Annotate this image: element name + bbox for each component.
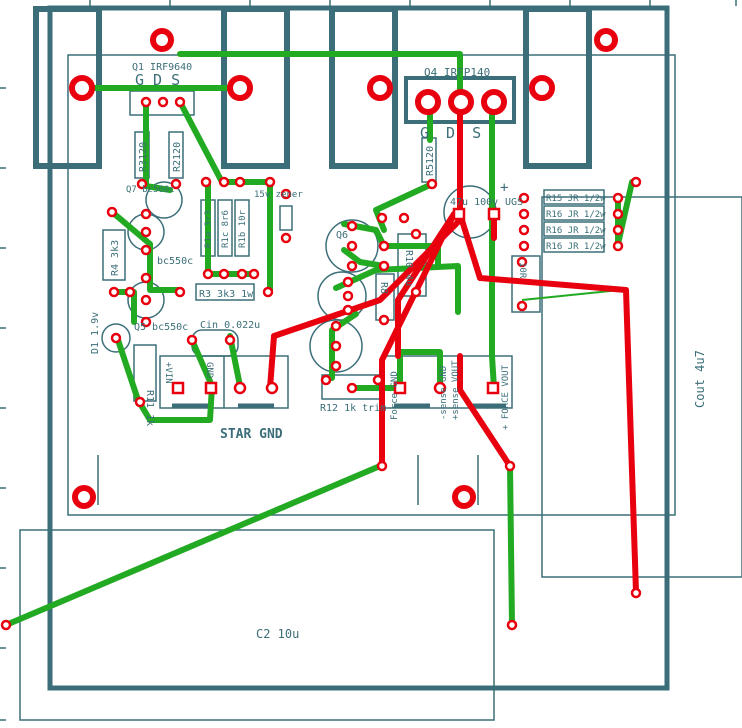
cap47-label: 47u 100v <box>450 197 498 208</box>
trace-c2-diag <box>3 463 383 628</box>
trace-r12 <box>329 311 359 381</box>
trace-force-vout <box>489 99 497 391</box>
mount-hole-4 <box>452 485 476 509</box>
r16c-label: R16 JR 1/2w <box>546 242 606 252</box>
small-pads <box>0 96 642 631</box>
r20-label: 10R <box>517 262 527 279</box>
plus-mark: + <box>500 180 508 196</box>
bottom-copper-layer <box>3 51 635 628</box>
sense-gnd-label: -sense GND <box>439 366 449 420</box>
bc550c-top-label: bc550c <box>157 256 193 267</box>
q6-label: Q6 <box>336 230 348 241</box>
q6-outline <box>325 219 379 273</box>
zener-label: 15v zener <box>254 190 303 200</box>
q5-label: Q5 bc550c <box>134 322 188 333</box>
cin-label: Cin 0.022u <box>200 320 260 331</box>
trace-r5120 <box>373 181 435 233</box>
d1-label: D1 1.9v <box>90 312 101 354</box>
heatsink-tab-4 <box>523 6 592 169</box>
mounting-pads <box>69 28 618 509</box>
trace-c2-right <box>507 463 515 628</box>
red-trace-force-gnd <box>395 211 457 359</box>
r1c-label: R1c 8r6 <box>221 210 231 248</box>
r16b-label: R16 JR 1/2w <box>546 226 606 236</box>
trace-top-loop <box>189 51 463 105</box>
trace-cin <box>189 337 215 389</box>
top-copper-layer <box>267 99 639 595</box>
ugs-label: UGS <box>505 197 523 208</box>
r3120-label: R3120 <box>138 142 149 172</box>
r5120-label: R5120 <box>425 146 436 176</box>
r15-outline <box>543 189 605 205</box>
gnd-in-label: GND <box>204 362 214 378</box>
star-gnd-label: STAR GND <box>220 427 283 442</box>
q4-pins: G D S <box>420 124 485 142</box>
heatsink-tab-3 <box>329 6 398 169</box>
r8-label: R8 <box>378 282 389 294</box>
q1-label: Q1 IRF9640 <box>132 62 192 73</box>
vin-label: +VIN <box>163 362 173 384</box>
red-trace-q4-gate <box>457 211 639 595</box>
q7-outline <box>145 181 183 219</box>
c2-outline <box>19 529 495 721</box>
q4-pad-g <box>415 89 441 115</box>
r2120-label: R2120 <box>172 142 183 172</box>
r16a-label: R16 JR 1/2w <box>546 210 606 220</box>
r4-label: R4 3k3 <box>110 240 121 276</box>
r1a-label: R1a 3r3 <box>204 210 214 248</box>
r16b-outline <box>543 221 605 237</box>
square-pads <box>171 207 501 395</box>
c2-label: C2 10u <box>256 627 299 641</box>
r11-label: R11 1k <box>144 390 155 426</box>
r2120-outline <box>168 131 184 179</box>
q7-label: Q7 bc560c <box>126 185 175 195</box>
q4-pad-d <box>448 89 474 115</box>
r1b-outline <box>234 199 250 257</box>
mount-hole-1 <box>150 28 174 52</box>
trace-q1-drain-down <box>177 99 273 293</box>
labels: Q1 IRF9640 G D S Q4 IRFP140 G D S R3120 … <box>90 62 707 641</box>
mount-hole-3 <box>72 485 96 509</box>
zener-body <box>279 205 293 231</box>
heatsink-pad-4 <box>529 75 555 101</box>
r1b-label: R1b 10r <box>238 209 248 248</box>
r3-label: R3 3k3 1w <box>199 289 254 300</box>
heatsink-pad-3 <box>367 75 393 101</box>
r1c-outline <box>217 199 233 257</box>
red-trace-to-c2 <box>379 211 457 469</box>
board-outline <box>47 5 670 691</box>
q4-label: Q4 IRFP140 <box>424 66 490 79</box>
r16a-outline <box>543 205 605 221</box>
red-trace-q4-drain <box>267 99 463 391</box>
r4-outline <box>102 229 126 281</box>
q1-pins: G D S <box>135 71 180 89</box>
r15-label: R15 JR 1/2w <box>546 194 606 204</box>
force-gnd-label: Force GND <box>390 371 400 420</box>
q4-pad-s <box>481 89 507 115</box>
mount-hole-2 <box>594 28 618 52</box>
sense-vout-label: +sense VOUT <box>451 360 461 420</box>
round-connector-pads <box>233 381 447 395</box>
r10-label: R10 4u <box>403 250 414 286</box>
trace-q5-r11 <box>115 337 215 423</box>
trace-q6-branch <box>341 247 387 269</box>
trace-r20-cout <box>521 289 621 301</box>
cout-label: Cout 4u7 <box>693 350 707 408</box>
r12-label: R12 1k trim <box>320 403 386 414</box>
trace-transistor <box>109 209 183 293</box>
heatsink-pad-1 <box>69 75 95 101</box>
r3-outline <box>195 283 255 301</box>
q5-outline <box>101 323 131 353</box>
trace-sense <box>395 349 443 391</box>
red-trace-sense-vout <box>457 353 513 469</box>
heatsink-pad-2 <box>227 75 253 101</box>
cout-outline <box>541 196 742 578</box>
r16c-outline <box>543 237 605 253</box>
force-vout-label: + FORCE VOUT <box>501 364 511 430</box>
